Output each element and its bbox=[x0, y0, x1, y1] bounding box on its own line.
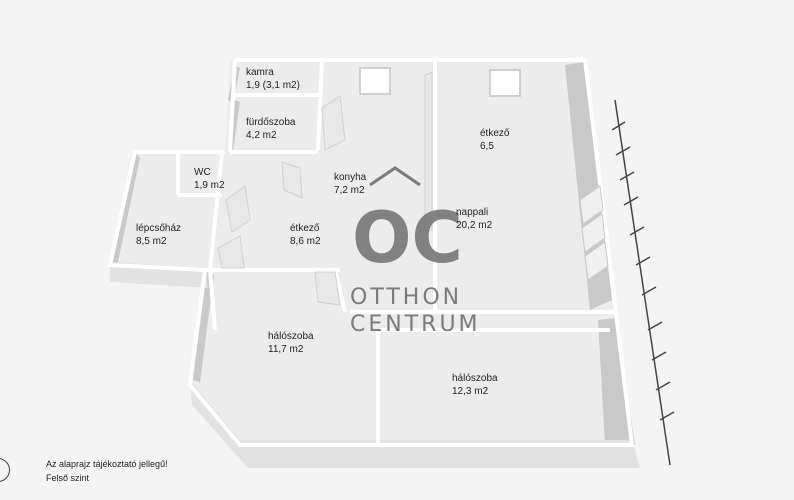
svg-text:OC: OC bbox=[352, 197, 463, 279]
windows bbox=[579, 185, 609, 281]
room-area: 1,9 (3,1 m2) bbox=[246, 80, 300, 91]
disclaimer-note: Az alaprajz tájékoztató jellegű! bbox=[46, 459, 168, 469]
room-area: 6,5 bbox=[480, 141, 494, 152]
room-haloszoba-2: hálószoba 12,3 m2 bbox=[452, 372, 498, 398]
floor-areas bbox=[110, 60, 632, 445]
skylights bbox=[359, 67, 521, 97]
logo-line-1: OTTHON bbox=[350, 285, 463, 310]
room-etkezo-large: étkező 6,5 bbox=[480, 127, 509, 153]
room-name: hálószoba bbox=[268, 331, 314, 342]
room-area: 12,3 m2 bbox=[452, 386, 489, 397]
room-name: fürdőszoba bbox=[246, 117, 296, 128]
room-kamra: kamra 1,9 (3,1 m2) bbox=[246, 66, 300, 92]
room-name: WC bbox=[194, 167, 211, 178]
room-furdoszoba: fürdőszoba 4,2 m2 bbox=[246, 116, 295, 142]
room-wc: WC 1,9 m2 bbox=[194, 166, 225, 192]
room-etkezo-small: étkező 8,6 m2 bbox=[290, 222, 321, 248]
room-nappali: nappali 20,2 m2 bbox=[456, 206, 492, 232]
room-name: étkező bbox=[290, 223, 320, 234]
doors bbox=[217, 71, 433, 306]
room-lepcsohaz: lépcsőház 8,5 m2 bbox=[136, 222, 181, 248]
room-area: 1,9 m2 bbox=[194, 180, 225, 191]
room-name: nappali bbox=[456, 207, 489, 218]
room-area: 8,6 m2 bbox=[290, 236, 321, 247]
room-name: étkező bbox=[480, 128, 510, 139]
room-area: 11,7 m2 bbox=[268, 344, 304, 355]
stair-rail bbox=[611, 99, 675, 466]
room-name: lépcsőház bbox=[136, 223, 182, 234]
room-name: hálószoba bbox=[452, 373, 498, 384]
room-area: 7,2 m2 bbox=[334, 185, 365, 196]
room-haloszoba-1: hálószoba 11,7 m2 bbox=[268, 330, 314, 356]
level-note: Felső szint bbox=[46, 473, 90, 483]
room-name: konyha bbox=[334, 172, 367, 183]
room-area: 8,5 m2 bbox=[136, 236, 167, 247]
room-name: kamra bbox=[246, 67, 274, 78]
room-area: 4,2 m2 bbox=[246, 130, 277, 141]
room-area: 20,2 m2 bbox=[456, 220, 493, 231]
otthon-centrum-logo-icon: OC bbox=[352, 166, 463, 279]
logo-line-2: CENTRUM bbox=[350, 312, 481, 337]
room-konyha: konyha 7,2 m2 bbox=[334, 171, 366, 197]
